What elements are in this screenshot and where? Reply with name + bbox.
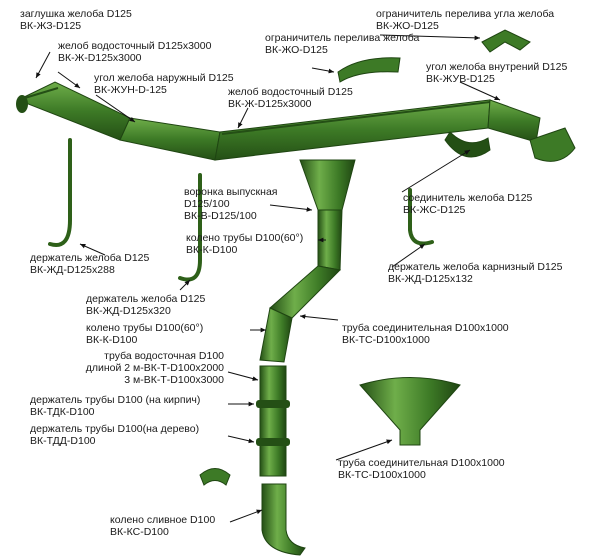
corner-overflow-limiter-shape	[481, 29, 531, 53]
connector-shape	[444, 131, 491, 158]
label-text: ограничитель перелива угла желоба	[376, 8, 555, 20]
label-gutter-2: желоб водосточный D125 ВК-Ж-D125x3000	[228, 86, 353, 110]
label-code: ВК-ТС-D100x1000	[338, 469, 426, 481]
label-text: угол желоба наружный D125	[94, 72, 234, 84]
holder-mid-shape	[178, 173, 202, 282]
label-code: ВК-ЖД-D125x288	[30, 264, 115, 276]
label-code: ВК-ЖУВ-D125	[426, 73, 495, 85]
label-code: ВК-ЖО-D125	[265, 44, 328, 56]
elbow-bottom-shape	[259, 307, 293, 363]
label-text-3: 3 м-ВК-Т-D100x3000	[124, 374, 224, 386]
label-gutter: желоб водосточный D125x3000 ВК-Ж-D125x30…	[58, 40, 211, 64]
label-bracket-wood: держатель трубы D100(на дерево) ВК-ТДД-D…	[30, 423, 199, 447]
outlet-elbow-shape	[261, 483, 306, 556]
label-text: соединитель желоба D125	[403, 192, 533, 204]
label-text: труба водосточная D100	[104, 350, 224, 362]
label-code: ВК-ЖД-D125x132	[388, 273, 473, 285]
overflow-limiter-shape	[337, 57, 401, 83]
holder-left-shape	[48, 138, 72, 247]
label-downpipe: труба водосточная D100 длиной 2 м-ВК-Т-D…	[60, 350, 224, 386]
end-cap-shape	[16, 95, 28, 113]
label-text: воронка выпускная	[184, 186, 278, 198]
pipe-connector-cone-shape	[359, 377, 461, 446]
label-code: ВК-ЖС-D125	[403, 204, 466, 216]
label-code: ВК-К-D100	[186, 244, 238, 256]
label-code: ВК-ЖД-D125x320	[86, 305, 171, 317]
bracket-wood-shape	[256, 438, 290, 446]
label-text-2: D125/100	[184, 198, 230, 210]
label-holder-mid: держатель желоба D125 ВК-ЖД-D125x320	[86, 293, 205, 317]
label-text: держатель трубы D100(на дерево)	[30, 423, 200, 435]
label-pipe-connector-top: труба соединительная D100x1000 ВК-ТС-D10…	[342, 322, 509, 346]
label-text: держатель желоба карнизный D125	[388, 261, 563, 273]
label-connector: соединитель желоба D125 ВК-ЖС-D125	[403, 192, 532, 216]
label-inner-corner: угол желоба внутрений D125 ВК-ЖУВ-D125	[426, 61, 567, 85]
label-holder-eaves: держатель желоба карнизный D125 ВК-ЖД-D1…	[388, 261, 562, 285]
label-code: ВК-ТДД-D100	[30, 435, 96, 447]
label-funnel: воронка выпускная D125/100 ВК-В-D125/100	[184, 186, 277, 222]
label-code: ВК-В-D125/100	[184, 210, 257, 222]
label-outlet-elbow: колено сливное D100 ВК-КС-D100	[110, 514, 215, 538]
label-text: угол желоба внутрений D125	[426, 61, 568, 73]
label-text: колено трубы D100(60°)	[86, 322, 204, 334]
label-text: держатель желоба D125	[30, 252, 150, 264]
label-elbow-bottom: колено трубы D100(60°) ВК-К-D100	[86, 322, 203, 346]
label-text: колено трубы D100(60°)	[186, 232, 304, 244]
label-text: желоб водосточный D125	[228, 86, 353, 98]
label-code: ВК-ЖУН-D-125	[94, 84, 167, 96]
label-text: труба соединительная D100x1000	[342, 322, 509, 334]
label-pipe-connector-bottom: труба соединительная D100x1000 ВК-ТС-D10…	[338, 457, 505, 481]
label-end-cap: заглушка желоба D125 ВК-ЖЗ-D125	[20, 8, 132, 32]
label-overflow-limiter: ограничитель перелива желоба ВК-ЖО-D125	[265, 32, 419, 56]
label-bracket-brick: держатель трубы D100 (на кирпич) ВК-ТДК-…	[30, 394, 200, 418]
downpipe-shape	[259, 365, 287, 477]
label-code: ВК-Ж-D125x3000	[228, 98, 312, 110]
label-holder-left: держатель желоба D125 ВК-ЖД-D125x288	[30, 252, 149, 276]
label-text: держатель желоба D125	[86, 293, 206, 305]
label-code: ВК-ЖО-D125	[376, 20, 439, 32]
bracket-brick-shape	[256, 400, 290, 408]
label-text: заглушка желоба D125	[20, 8, 132, 20]
label-code: ВК-Ж-D125x3000	[58, 52, 142, 64]
label-code: ВК-ТС-D100x1000	[342, 334, 430, 346]
inner-corner-shape	[487, 99, 541, 143]
loose-bracket-shape	[199, 468, 231, 486]
label-elbow-top: колено трубы D100(60°) ВК-К-D100	[186, 232, 303, 256]
label-text-2: длиной 2 м-ВК-Т-D100x2000	[85, 362, 224, 374]
label-code: ВК-ЖЗ-D125	[20, 20, 82, 32]
outer-corner	[119, 117, 221, 161]
gutter-left	[16, 81, 131, 141]
label-code: ВК-К-D100	[86, 334, 138, 346]
pipe-connector-shape	[269, 265, 342, 319]
label-text: труба соединительная D100x1000	[338, 457, 505, 469]
label-outer-corner: угол желоба наружный D125 ВК-ЖУН-D-125	[94, 72, 234, 96]
callout-arrows	[35, 34, 501, 523]
label-text: желоб водосточный D125x3000	[58, 40, 212, 52]
label-code: ВК-ТДК-D100	[30, 406, 95, 418]
holder-eaves-shape	[408, 188, 434, 246]
label-code: ВК-КС-D100	[110, 526, 169, 538]
funnel-shape	[299, 159, 356, 211]
label-text: держатель трубы D100 (на кирпич)	[30, 394, 201, 406]
label-text: колено сливное D100	[110, 514, 216, 526]
inner-corner-piece	[529, 127, 576, 162]
label-corner-overflow: ограничитель перелива угла желоба ВК-ЖО-…	[376, 8, 554, 32]
label-text: ограничитель перелива желоба	[265, 32, 420, 44]
